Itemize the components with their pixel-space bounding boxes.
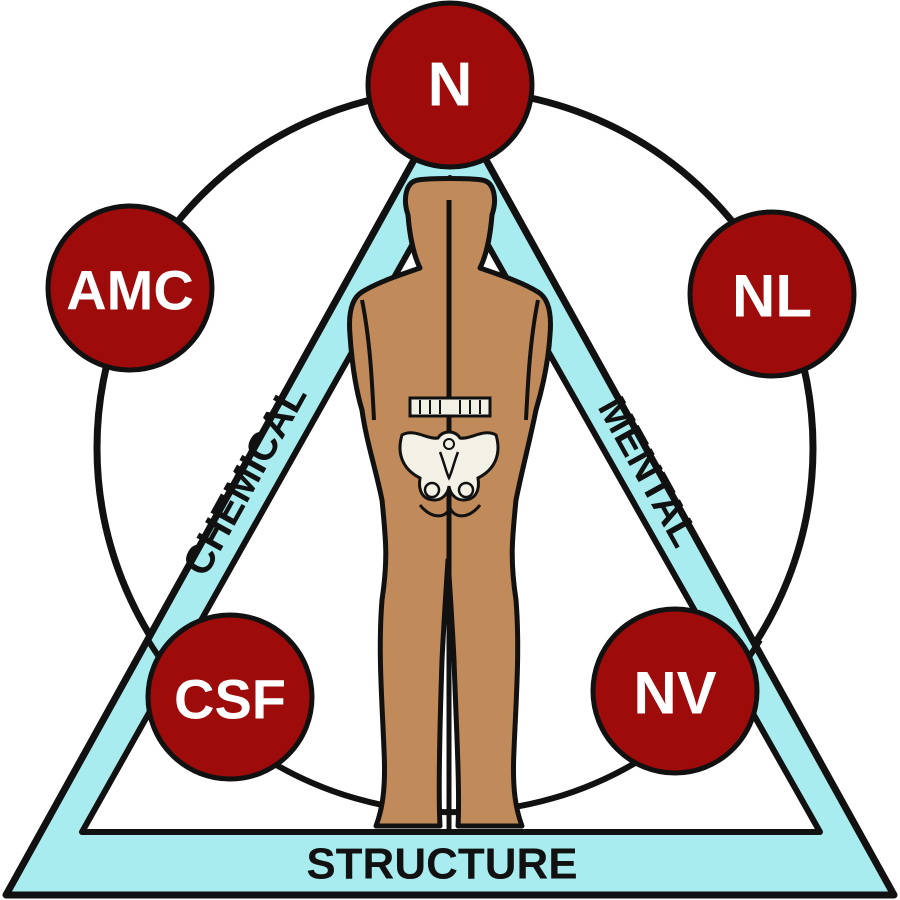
node-n-label: N — [428, 51, 473, 120]
node-csf: CSF — [145, 612, 315, 782]
side-label-structure: STRUCTURE — [306, 840, 577, 889]
node-nv-label: NV — [633, 660, 716, 727]
pelvis-icon — [398, 430, 500, 502]
node-n: N — [365, 0, 535, 170]
node-nl: NL — [687, 209, 857, 379]
node-csf-label: CSF — [174, 668, 286, 731]
left-arm-line — [360, 299, 376, 421]
lumbar-ruler-icon — [408, 396, 492, 418]
node-nv: NV — [590, 606, 760, 776]
node-amc-label: AMC — [66, 259, 194, 322]
right-arm-line — [524, 299, 540, 421]
node-amc: AMC — [45, 203, 215, 373]
node-nl-label: NL — [732, 263, 812, 330]
